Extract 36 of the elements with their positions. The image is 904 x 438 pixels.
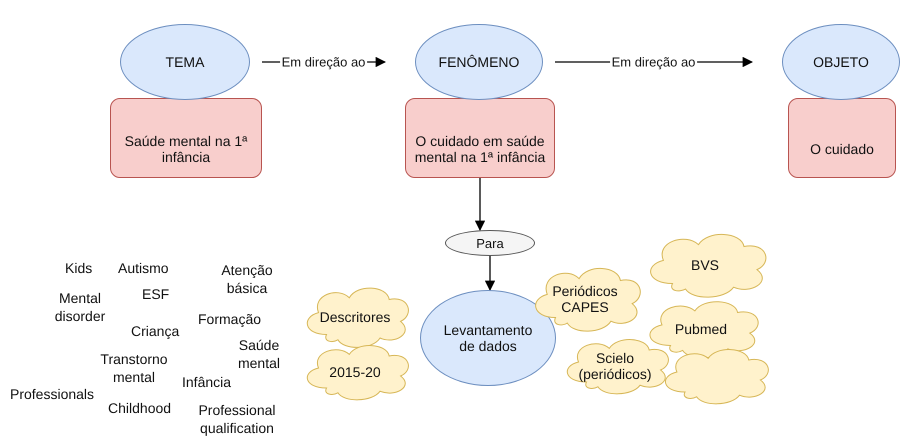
keyword: Childhood — [108, 400, 172, 418]
keyword: Professionals — [10, 386, 94, 404]
topic-ellipse: FENÔMENO — [415, 24, 543, 100]
keyword: Kids — [65, 260, 92, 278]
keyword: Transtorno mental — [99, 351, 169, 386]
description-box: O cuidado em saúde mental na 1ª infância — [405, 98, 555, 178]
node-label: BVS — [690, 257, 719, 273]
keyword: Criança — [131, 323, 180, 340]
source-cloud — [650, 234, 766, 298]
keyword: Saúde mental — [236, 337, 282, 372]
keyword: Atenção básica — [220, 262, 274, 297]
topic-ellipse: TEMA — [120, 24, 250, 100]
keyword: Mental disorder — [54, 290, 106, 325]
source-cloud — [535, 268, 641, 332]
keyword: ESF — [142, 286, 170, 304]
arrow — [484, 256, 496, 292]
source-cloud — [306, 345, 409, 400]
topic-ellipse: OBJETO — [782, 24, 900, 100]
edge-label: Em direção ao — [610, 54, 698, 70]
source-cloud — [664, 349, 769, 404]
description-box: O cuidado — [788, 98, 896, 178]
connector-ellipse: Para — [445, 230, 535, 256]
keyword: Formação — [198, 311, 262, 328]
description-box: Saúde mental na 1ª infância — [110, 98, 262, 178]
source-cloud — [649, 301, 759, 358]
arrow — [474, 178, 486, 232]
node-label: Pubmed — [674, 321, 728, 337]
source-cloud — [566, 339, 669, 394]
edge-label: Em direção ao — [280, 54, 368, 70]
keyword: Infância — [182, 374, 232, 392]
node-label: 2015-20 — [329, 364, 381, 380]
source-cloud — [306, 288, 409, 348]
node-label: Scielo (periódicos) — [578, 350, 652, 382]
node-label: Descritores — [320, 309, 390, 325]
keyword: Autismo — [118, 260, 169, 278]
keyword: Professional qualification — [197, 402, 277, 437]
